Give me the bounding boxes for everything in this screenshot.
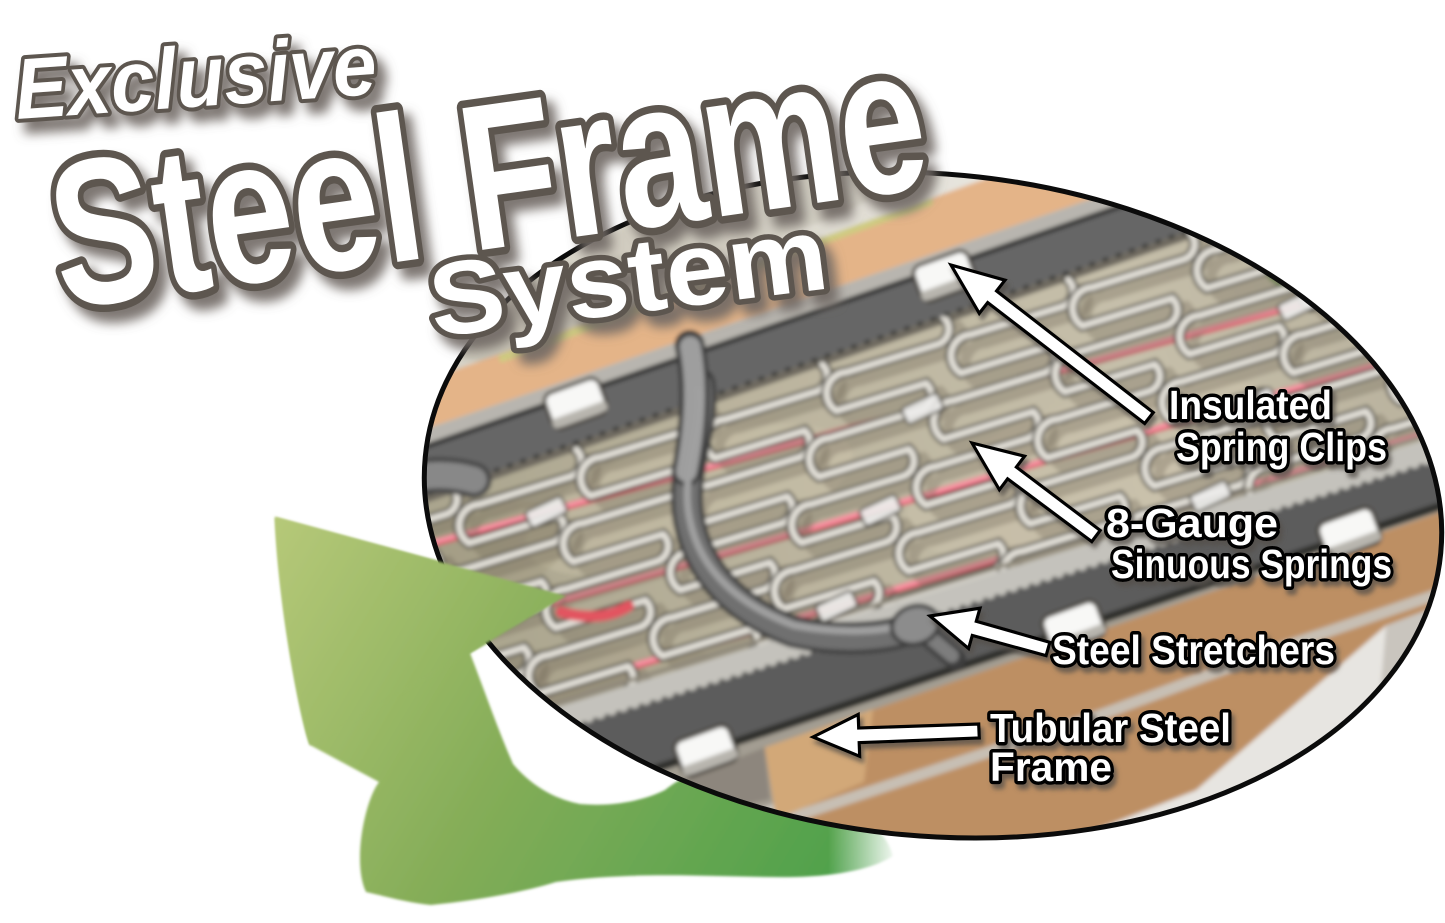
svg-text:Sinuous Springs: Sinuous Springs <box>1111 541 1392 587</box>
svg-text:Spring Clips: Spring Clips <box>1176 424 1387 470</box>
svg-text:Frame: Frame <box>990 744 1112 790</box>
svg-text:Steel Stretchers: Steel Stretchers <box>1052 627 1335 673</box>
svg-text:Insulated: Insulated <box>1169 382 1332 428</box>
svg-text:Tubular Steel: Tubular Steel <box>990 705 1231 751</box>
svg-text:8-Gauge: 8-Gauge <box>1106 500 1278 546</box>
